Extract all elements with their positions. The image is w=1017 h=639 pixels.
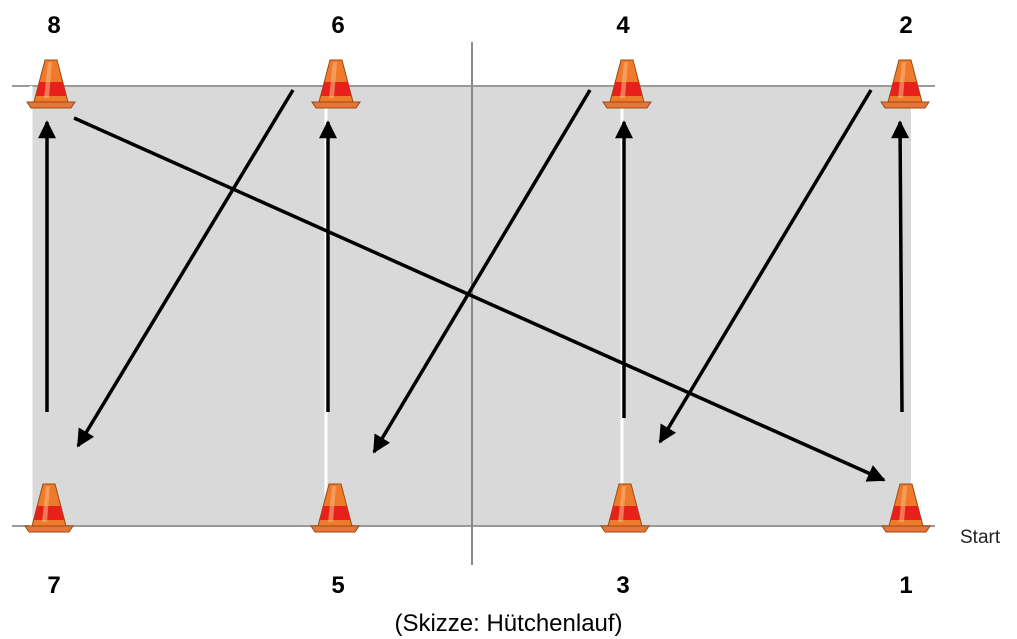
traffic-cone-icon (26, 59, 76, 109)
caption: (Skizze: Hütchenlauf) (394, 610, 623, 637)
cone-label-3: 3 (616, 572, 630, 599)
cone-label-8: 8 (47, 12, 61, 39)
cone-label-1: 1 (899, 572, 913, 599)
arrow-1-to-2 (891, 120, 910, 413)
cone-label-4: 4 (616, 12, 630, 39)
traffic-cone-icon (602, 59, 652, 109)
arrow-8-to-1 (73, 116, 886, 482)
cone-label-2: 2 (899, 12, 913, 39)
cone-label-7: 7 (47, 572, 61, 599)
arrow-2-to-3 (658, 89, 873, 444)
traffic-cone-icon (880, 59, 930, 109)
arrow-4-to-5 (372, 89, 592, 454)
traffic-cone-icon (311, 59, 361, 109)
arrow-6-to-7 (76, 89, 295, 448)
start-label: Start (960, 527, 1001, 548)
cone-label-6: 6 (331, 12, 345, 39)
cone-label-5: 5 (331, 572, 345, 599)
